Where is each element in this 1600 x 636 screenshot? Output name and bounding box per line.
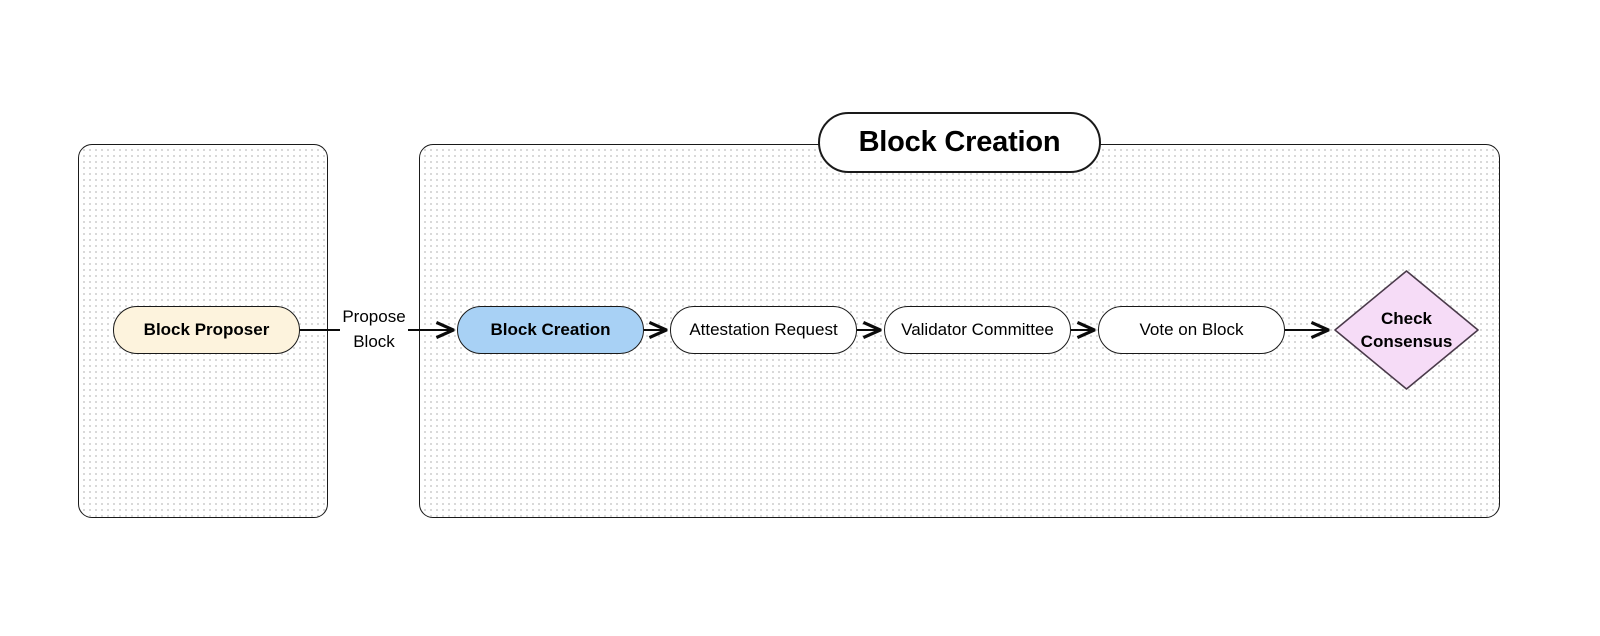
- node-block-creation[interactable]: Block Creation: [457, 306, 644, 354]
- node-check-consensus[interactable]: Check Consensus: [1332, 268, 1481, 392]
- edge-label-line-1: Propose: [342, 307, 406, 327]
- node-block-proposer[interactable]: Block Proposer: [113, 306, 300, 354]
- subgraph-title-block-creation: Block Creation: [818, 112, 1101, 173]
- diamond-shape: [1334, 270, 1479, 390]
- node-validator-committee[interactable]: Validator Committee: [884, 306, 1071, 354]
- node-attestation-request[interactable]: Attestation Request: [670, 306, 857, 354]
- node-vote-on-block[interactable]: Vote on Block: [1098, 306, 1285, 354]
- edge-label-propose-block: Propose Block: [340, 303, 408, 357]
- edge-label-line-2: Block: [353, 332, 395, 351]
